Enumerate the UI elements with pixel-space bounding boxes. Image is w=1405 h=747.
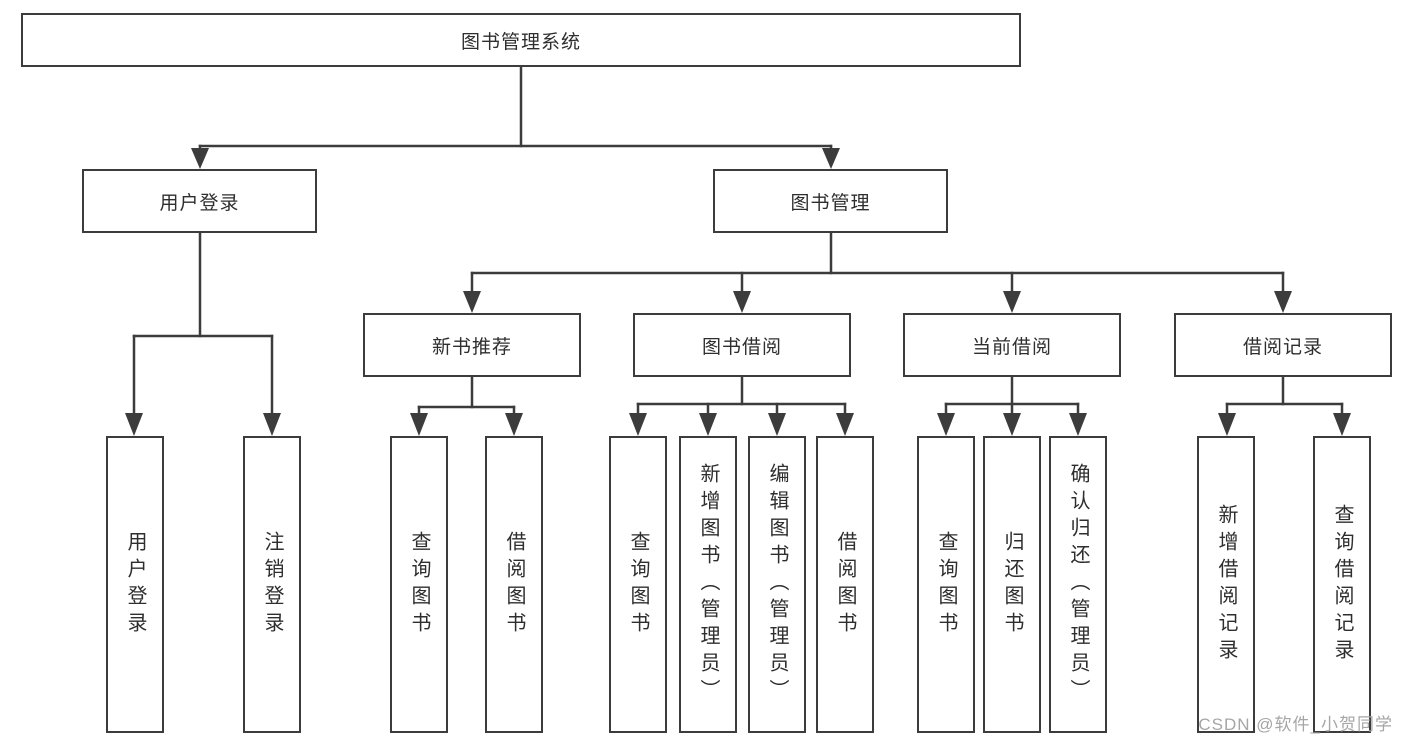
node-library-system: 图书管理系统 <box>21 13 1021 67</box>
node-current-borrow: 当前借阅 <box>903 313 1121 377</box>
leaf-cb-confirm-return-admin: 确认归还（管理员） <box>1049 436 1107 733</box>
node-new-book-recommend: 新书推荐 <box>363 313 581 377</box>
leaf-br-add-borrow-record: 新增借阅记录 <box>1197 436 1255 733</box>
connector-user-login-children <box>125 231 281 436</box>
connector-current-borrow-children <box>937 375 1087 436</box>
leaf-cb-query-books: 查询图书 <box>917 436 975 733</box>
leaf-cb-return-books: 归还图书 <box>983 436 1041 733</box>
node-book-management: 图书管理 <box>713 169 948 233</box>
leaf-bb-borrow-books: 借阅图书 <box>816 436 874 733</box>
csdn-watermark: CSDN @软件_小贺同学 <box>1198 715 1393 734</box>
leaf-nbr-query-books: 查询图书 <box>390 436 448 733</box>
leaf-bb-query-books: 查询图书 <box>609 436 667 733</box>
leaf-bb-add-book-admin: 新增图书（管理员） <box>679 436 737 733</box>
node-book-borrow: 图书借阅 <box>633 313 851 377</box>
connector-root-to-level1 <box>191 65 840 169</box>
connector-borrow-records-children <box>1218 375 1351 436</box>
connector-new-book-recommend-children <box>410 375 523 436</box>
leaf-br-query-borrow-record: 查询借阅记录 <box>1313 436 1371 733</box>
node-borrow-records: 借阅记录 <box>1174 313 1392 377</box>
connector-book-management-children <box>463 231 1292 313</box>
node-user-login: 用户登录 <box>82 169 317 233</box>
connector-book-borrow-children <box>629 375 854 436</box>
leaf-logout: 注销登录 <box>243 436 301 733</box>
leaf-bb-edit-book-admin: 编辑图书（管理员） <box>748 436 806 733</box>
leaf-user-login: 用户登录 <box>106 436 164 733</box>
leaf-nbr-borrow-books: 借阅图书 <box>485 436 543 733</box>
